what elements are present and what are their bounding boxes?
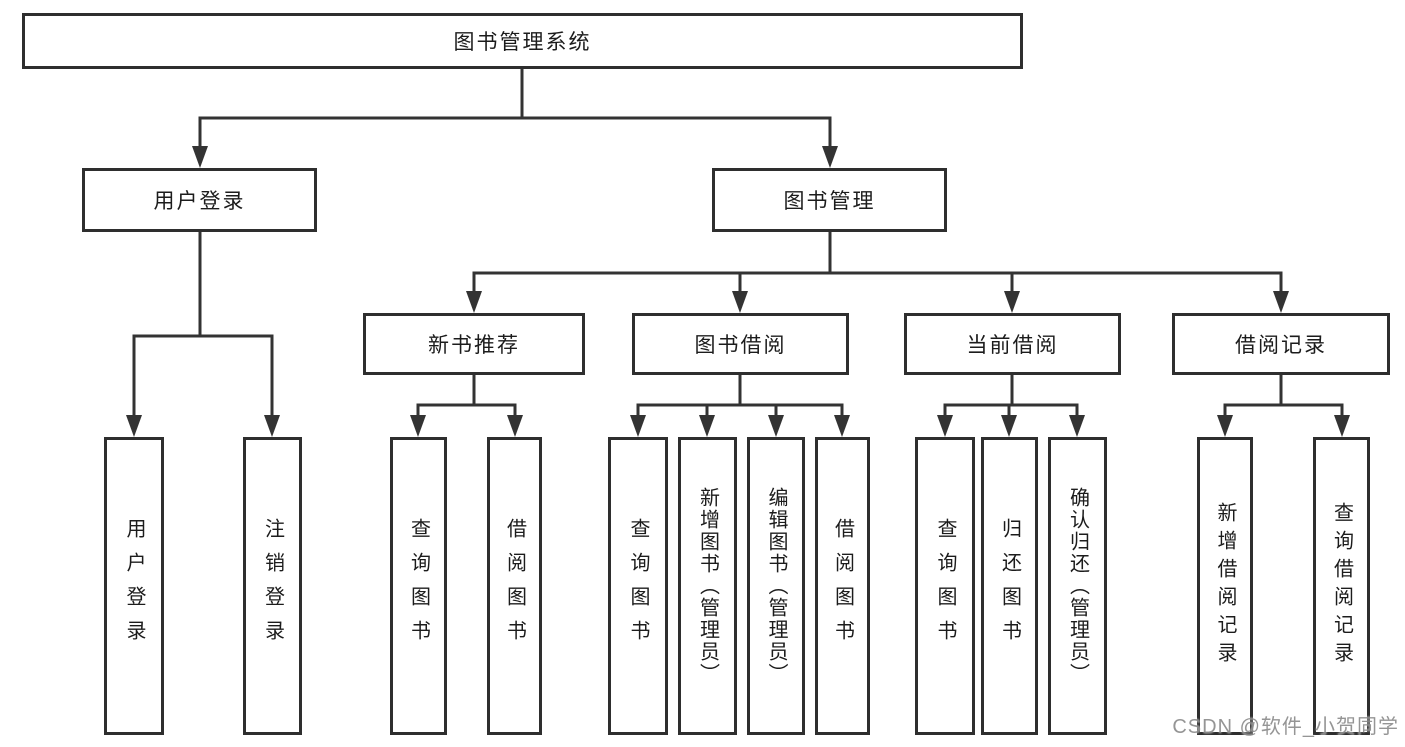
leaf-user-login: 用户登录: [104, 437, 164, 735]
leaf-label: 新增图书（管理员）: [696, 487, 719, 685]
leaf-label: 借阅图书: [831, 518, 854, 654]
node-book-management: 图书管理: [712, 168, 947, 232]
arrowhead-group: [126, 146, 1350, 437]
node-borrowing-records: 借阅记录: [1172, 313, 1390, 375]
leaf-records-add-record: 新增借阅记录: [1197, 437, 1253, 735]
leaf-newbooks-borrow-book: 借阅图书: [487, 437, 542, 735]
leaf-borrowing-edit-book-admin: 编辑图书（管理员）: [747, 437, 805, 735]
leaf-records-query-record: 查询借阅记录: [1313, 437, 1370, 735]
node-new-book-recommendation: 新书推荐: [363, 313, 585, 375]
leaf-current-return-book: 归还图书: [981, 437, 1038, 735]
node-user-login: 用户登录: [82, 168, 317, 232]
leaf-current-confirm-return-admin: 确认归还（管理员）: [1048, 437, 1107, 735]
leaf-label: 借阅图书: [503, 518, 526, 654]
leaf-current-query-book: 查询图书: [915, 437, 975, 735]
leaf-label: 注销登录: [261, 518, 284, 654]
node-label: 用户登录: [153, 190, 246, 213]
node-label: 图书管理: [783, 190, 876, 213]
node-root-library-system: 图书管理系统: [22, 13, 1023, 69]
leaf-label: 查询借阅记录: [1330, 502, 1353, 670]
leaf-logout: 注销登录: [243, 437, 302, 735]
node-label: 新书推荐: [428, 334, 520, 357]
leaf-borrowing-query-book: 查询图书: [608, 437, 668, 735]
node-book-borrowing: 图书借阅: [632, 313, 849, 375]
leaf-label: 编辑图书（管理员）: [765, 487, 787, 685]
node-label: 图书管理系统: [453, 31, 592, 54]
leaf-label: 查询图书: [627, 518, 649, 654]
node-label: 当前借阅: [966, 334, 1059, 357]
leaf-borrowing-add-book-admin: 新增图书（管理员）: [678, 437, 737, 735]
node-label: 借阅记录: [1235, 334, 1327, 357]
leaf-label: 新增借阅记录: [1214, 502, 1236, 670]
node-current-borrowing: 当前借阅: [904, 313, 1121, 375]
leaf-newbooks-query-book: 查询图书: [390, 437, 447, 735]
leaf-label: 查询图书: [407, 518, 430, 654]
leaf-label: 查询图书: [934, 518, 956, 654]
leaf-label: 归还图书: [998, 518, 1021, 654]
csdn-watermark: CSDN @软件_小贺同学: [1172, 716, 1399, 738]
leaf-borrowing-borrow-book: 借阅图书: [815, 437, 870, 735]
node-label: 图书借阅: [694, 334, 787, 357]
leaf-label: 确认归还（管理员）: [1066, 487, 1089, 685]
leaf-label: 用户登录: [123, 518, 145, 654]
